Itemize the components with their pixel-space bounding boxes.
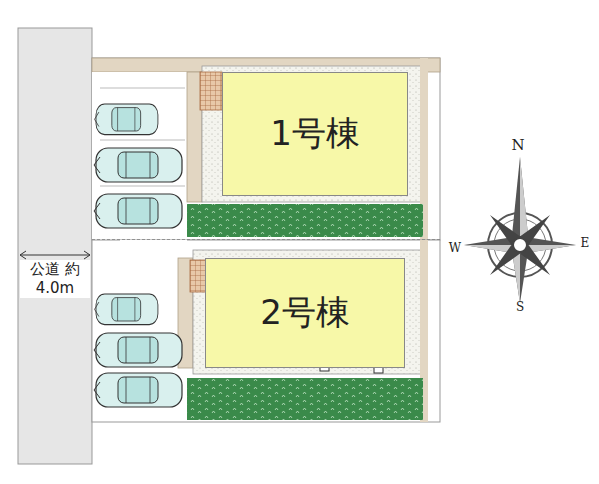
compass-north: N bbox=[511, 136, 524, 154]
compass-west: W bbox=[449, 241, 461, 255]
compass-south: S bbox=[516, 300, 524, 314]
building-name: 1号棟 bbox=[270, 111, 360, 157]
road-width: 公道 約4.0m bbox=[20, 260, 90, 298]
house-building: 2号棟 bbox=[205, 258, 405, 368]
compass-east: E bbox=[581, 236, 590, 250]
house-building: 1号棟 bbox=[222, 72, 408, 196]
building-name: 2号棟 bbox=[260, 290, 350, 336]
